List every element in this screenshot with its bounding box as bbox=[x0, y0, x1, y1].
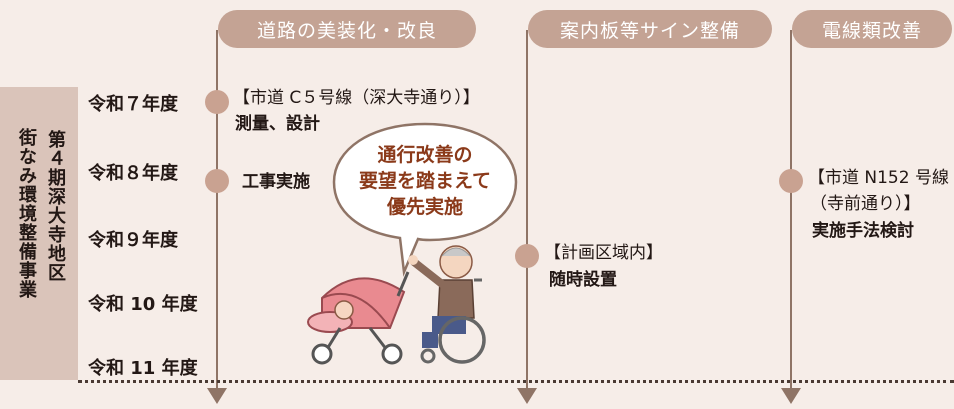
column-header-wire: 電線類改善 bbox=[792, 10, 952, 48]
project-title-line1: 第４期深大寺地区 bbox=[45, 130, 66, 282]
wire-location-line1: 【市道 N152 号線 bbox=[808, 168, 949, 188]
timeline-line-wire bbox=[790, 30, 792, 388]
milestone-dot bbox=[515, 244, 539, 268]
wire-location-line2: （寺前通り）】 bbox=[810, 194, 921, 214]
speech-line2: 要望を踏まえて bbox=[358, 170, 492, 192]
timeline-line-sign bbox=[526, 30, 528, 388]
year-label: 令和９年度 bbox=[88, 230, 178, 251]
arrow-down-icon bbox=[781, 388, 801, 404]
year-label: 令和 11 年度 bbox=[88, 358, 198, 379]
timeline-line-road bbox=[216, 30, 218, 388]
road-r8-task: 工事実施 bbox=[242, 172, 310, 192]
sign-location: 【計画区域内】 bbox=[544, 243, 663, 263]
sign-task: 随時設置 bbox=[549, 270, 617, 290]
arrow-down-icon bbox=[207, 388, 227, 404]
milestone-dot bbox=[205, 169, 229, 193]
timeline-end-divider bbox=[78, 380, 954, 383]
baby-stroller-illustration bbox=[307, 271, 410, 365]
milestone-dot bbox=[779, 169, 803, 193]
project-title-panel bbox=[0, 87, 78, 380]
speech-line3: 優先実施 bbox=[386, 196, 463, 218]
road-r7-location: 【市道 C５号線（深大寺通り）】 bbox=[233, 88, 480, 108]
year-label: 令和８年度 bbox=[88, 163, 178, 184]
wire-task: 実施手法検討 bbox=[812, 221, 914, 241]
arrow-down-icon bbox=[517, 388, 537, 404]
year-label: 令和７年度 bbox=[88, 94, 178, 115]
speech-line1: 通行改善の bbox=[377, 144, 473, 166]
road-r7-task: 測量、設計 bbox=[235, 114, 320, 134]
milestone-dot bbox=[205, 90, 229, 114]
column-header-road: 道路の美装化・改良 bbox=[218, 10, 476, 48]
wheelchair-user-illustration bbox=[408, 245, 486, 364]
speech-bubble bbox=[332, 122, 518, 277]
year-label: 令和 10 年度 bbox=[88, 294, 198, 315]
column-header-sign: 案内板等サイン整備 bbox=[528, 10, 772, 48]
project-title-line2: 街なみ環境整備事業 bbox=[16, 128, 37, 299]
